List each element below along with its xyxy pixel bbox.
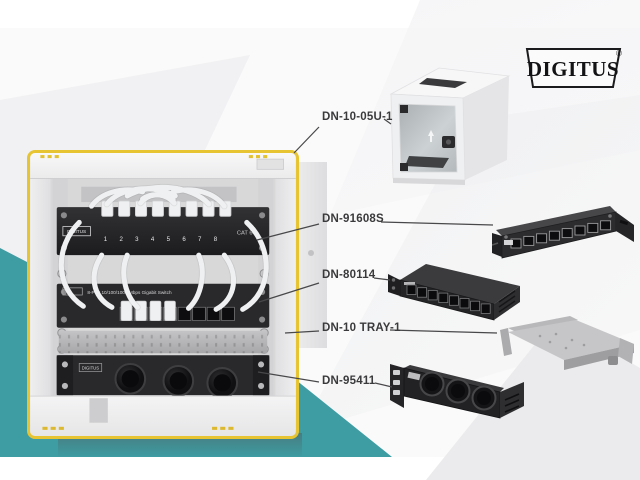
ground-wire <box>492 242 499 246</box>
patch-panel-ports <box>510 220 612 249</box>
patch-panel-top-face <box>496 206 616 236</box>
base-bracket <box>89 398 108 423</box>
cabinet-top-bar <box>30 153 296 180</box>
cabinet-base <box>30 395 296 436</box>
digitus-badge <box>404 282 415 285</box>
tray-right-wing <box>618 338 634 364</box>
cabinet-bottom-edge <box>393 178 465 185</box>
switch-side-vents <box>498 290 516 313</box>
product-wall-cabinet <box>389 67 511 185</box>
logo-text: DIGITUS <box>527 57 619 81</box>
patch-panel-category: CAT 6 <box>237 231 253 237</box>
strip-bracket-vents <box>504 393 520 413</box>
patch-cables <box>58 184 269 312</box>
product-patch-panel <box>492 206 634 259</box>
rack-power-strip: DIGITUS <box>56 355 270 399</box>
tray-foot <box>608 356 618 365</box>
label-wall-cabinet: DN-10-05U-1 <box>322 111 393 123</box>
label-tray: DN-10 TRAY-1 <box>322 322 401 334</box>
switch-top-face <box>400 264 520 304</box>
cabinet-side-face <box>463 76 509 180</box>
cabinet-side-panel <box>294 162 327 348</box>
rack-patch-panel: DIGITUS 1 2 3 4 5 6 7 8 CAT 6 <box>56 200 270 256</box>
side-panel-hole <box>308 250 314 256</box>
switch-rack-ear-left <box>388 274 400 296</box>
digitus-badge <box>504 240 513 245</box>
strip-rack-ear-left <box>390 364 404 408</box>
door-bracket-top <box>400 105 408 113</box>
rack-tray <box>58 330 268 354</box>
patch-panel-bracket <box>616 212 634 242</box>
assembled-rack-cabinet: DIGITUS 1 2 3 4 5 6 7 8 CAT 6 8-Port 10/… <box>27 150 299 439</box>
strip-top-edge <box>404 365 504 392</box>
cabinet-interior-floor <box>405 156 449 168</box>
strip-bracket-right <box>500 382 524 418</box>
product-tray <box>500 316 634 370</box>
door-bracket-bottom <box>400 163 408 171</box>
switch-plugs <box>120 300 176 321</box>
registered-mark: ® <box>616 49 622 58</box>
product-power-strip <box>390 364 524 419</box>
tray-back-wall <box>508 316 578 332</box>
patch-panel-left-edge <box>492 233 502 257</box>
power-sockets <box>114 362 239 399</box>
cabinet-top-vent <box>419 78 467 88</box>
tray-holes <box>538 332 586 350</box>
patch-panel-brand: DIGITUS <box>67 229 86 234</box>
digitus-badge <box>407 371 421 381</box>
glass-reflection <box>428 130 434 142</box>
switch-ports <box>406 284 491 314</box>
glass-door <box>398 103 458 173</box>
rack-switch: 8-Port 10/100/1000 Mbps Gigabit Switch <box>56 283 270 328</box>
bottom-highlight-marks <box>42 426 234 430</box>
product-switch <box>388 264 520 321</box>
strip-sockets <box>419 371 497 411</box>
tray-front-lip <box>564 344 634 370</box>
label-power-strip: DN-95411 <box>322 375 376 387</box>
digitus-badge <box>78 363 103 372</box>
digitus-logo: DIGITUS ® <box>519 46 625 90</box>
tray-left-wing <box>500 328 512 356</box>
power-strip-brand: DIGITUS <box>82 366 100 371</box>
label-patch-panel: DN-91608S <box>322 213 384 225</box>
port-numbers: 1 2 3 4 5 6 7 8 <box>104 236 223 243</box>
label-switch: DN-80114 <box>322 269 376 281</box>
cabinet-interior: DIGITUS 1 2 3 4 5 6 7 8 CAT 6 8-Port 10/… <box>30 153 296 436</box>
logo-border <box>525 48 622 88</box>
top-highlight-marks <box>40 155 268 159</box>
rating-plate <box>256 158 284 170</box>
